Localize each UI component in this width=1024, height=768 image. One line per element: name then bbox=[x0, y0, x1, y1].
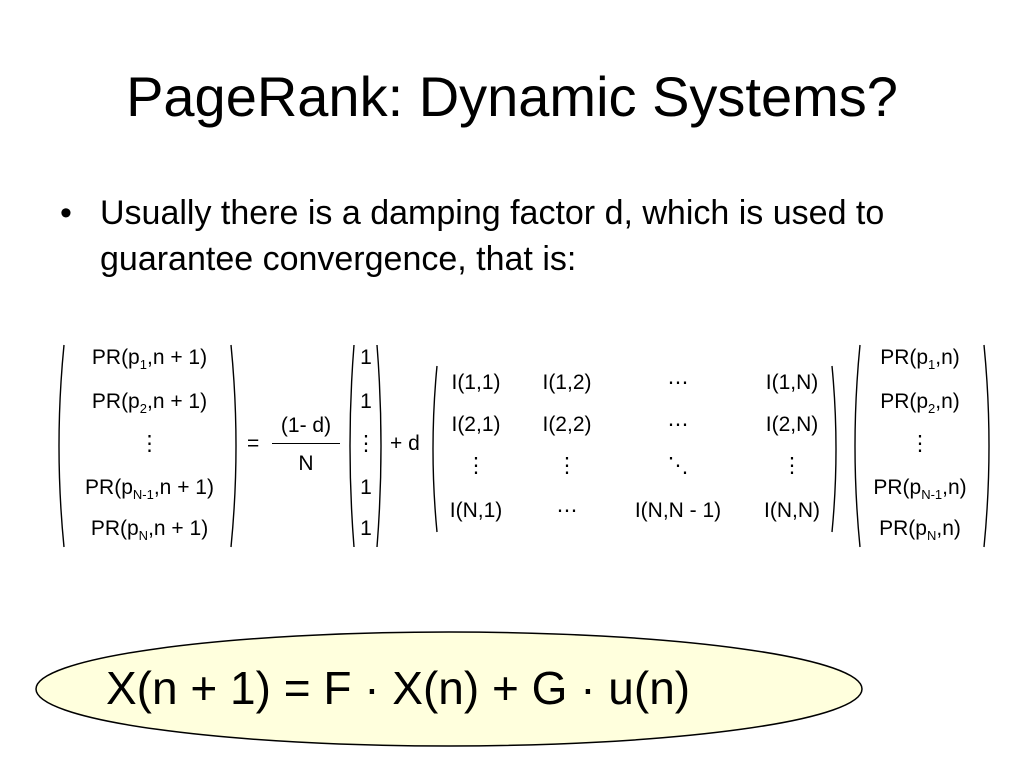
left-paren bbox=[854, 344, 861, 548]
bullet-text: Usually there is a damping factor d, whi… bbox=[100, 194, 885, 278]
fraction-bar bbox=[272, 443, 340, 444]
lhs-vdots: ⋮ bbox=[139, 432, 160, 455]
matrix-cell: I(2,2) bbox=[542, 413, 592, 436]
matrix-cell: ⋯ bbox=[667, 371, 689, 394]
ones-vdots: ⋮ bbox=[355, 432, 377, 455]
right-paren bbox=[983, 344, 990, 548]
ones-entry: 1 bbox=[360, 517, 372, 540]
lhs-entry-n-1: PR(pN-1,n + 1) bbox=[85, 476, 214, 503]
lhs-entry-n: PR(pN,n + 1) bbox=[90, 517, 209, 544]
rhs-vdots: ⋮ bbox=[909, 432, 931, 455]
matrix-cell: ⋮ bbox=[465, 454, 487, 477]
right-paren bbox=[230, 344, 237, 548]
matrix-cell: ⋮ bbox=[556, 454, 578, 477]
matrix-cell: ⋯ bbox=[667, 413, 689, 436]
matrix-cell: I(1,2) bbox=[542, 371, 592, 394]
rhs-entry-n-1: PR(pN-1,n) bbox=[873, 476, 967, 503]
rhs-entry-n: PR(pN,n) bbox=[879, 517, 961, 544]
fraction-denominator: N bbox=[298, 452, 314, 475]
lhs-entry-2: PR(p2,n + 1) bbox=[91, 390, 208, 417]
right-paren bbox=[831, 365, 837, 533]
equals-sign: = bbox=[247, 432, 260, 455]
rhs-entry-1: PR(p1,n) bbox=[880, 346, 960, 373]
matrix-cell: I(1,1) bbox=[451, 371, 501, 394]
fraction-numerator: (1- d) bbox=[280, 414, 332, 437]
matrix-cell: I(2,1) bbox=[451, 413, 501, 436]
matrix-cell: ⋮ bbox=[781, 454, 803, 477]
lhs-entry-1: PR(p1,n + 1) bbox=[91, 346, 208, 373]
ones-entry: 1 bbox=[360, 476, 372, 499]
bullet-dot: • bbox=[60, 194, 72, 232]
matrix-cell: I(N,N) bbox=[764, 499, 820, 522]
left-paren bbox=[432, 365, 438, 533]
left-paren bbox=[349, 344, 355, 548]
matrix-cell: I(N,1) bbox=[449, 499, 503, 522]
ones-entry: 1 bbox=[360, 346, 372, 369]
left-paren bbox=[58, 344, 65, 548]
state-space-equation: X(n + 1) = F · X(n) + G · u(n) bbox=[106, 662, 691, 714]
slide-title: PageRank: Dynamic Systems? bbox=[126, 65, 898, 128]
ones-entry: 1 bbox=[360, 390, 372, 413]
matrix-cell: I(N,N - 1) bbox=[634, 499, 722, 522]
rhs-entry-2: PR(p2,n) bbox=[880, 390, 960, 417]
highlight-ellipse bbox=[35, 631, 863, 747]
matrix-cell: ⋯ bbox=[556, 499, 578, 522]
matrix-cell: ⋱ bbox=[667, 454, 689, 477]
plus-d: + d bbox=[390, 432, 420, 455]
matrix-cell: I(2,N) bbox=[765, 413, 819, 436]
matrix-cell: I(1,N) bbox=[765, 371, 819, 394]
right-paren bbox=[376, 344, 382, 548]
